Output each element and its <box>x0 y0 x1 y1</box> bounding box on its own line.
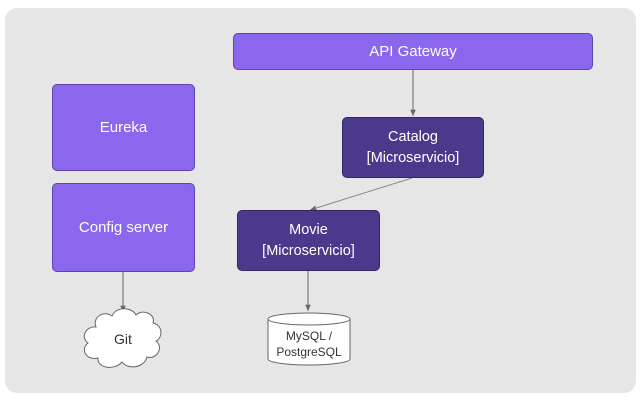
movie-name: Movie <box>289 221 328 238</box>
database-label: MySQL / PostgreSQL <box>267 328 351 360</box>
catalog-microservice-node: Catalog [Microservicio] <box>342 117 484 178</box>
database-line-1: MySQL / <box>285 329 333 343</box>
catalog-type: [Microservicio] <box>366 149 460 166</box>
config-server-label: Config server <box>78 219 169 236</box>
database-line-2: PostgreSQL <box>276 345 342 359</box>
git-cloud-icon <box>83 308 162 368</box>
api-gateway-node: API Gateway <box>233 33 593 70</box>
movie-type: [Microservicio] <box>262 242 355 259</box>
arrow-catalog-to-movie <box>309 177 413 211</box>
git-label: Git <box>114 331 132 347</box>
eureka-node: Eureka <box>52 84 195 171</box>
database-cylinder-icon <box>267 312 351 366</box>
config-server-node: Config server <box>52 183 195 272</box>
api-gateway-label: API Gateway <box>369 43 457 60</box>
catalog-name: Catalog <box>388 128 438 145</box>
eureka-label: Eureka <box>99 119 148 136</box>
movie-microservice-node: Movie [Microservicio] <box>237 210 380 271</box>
